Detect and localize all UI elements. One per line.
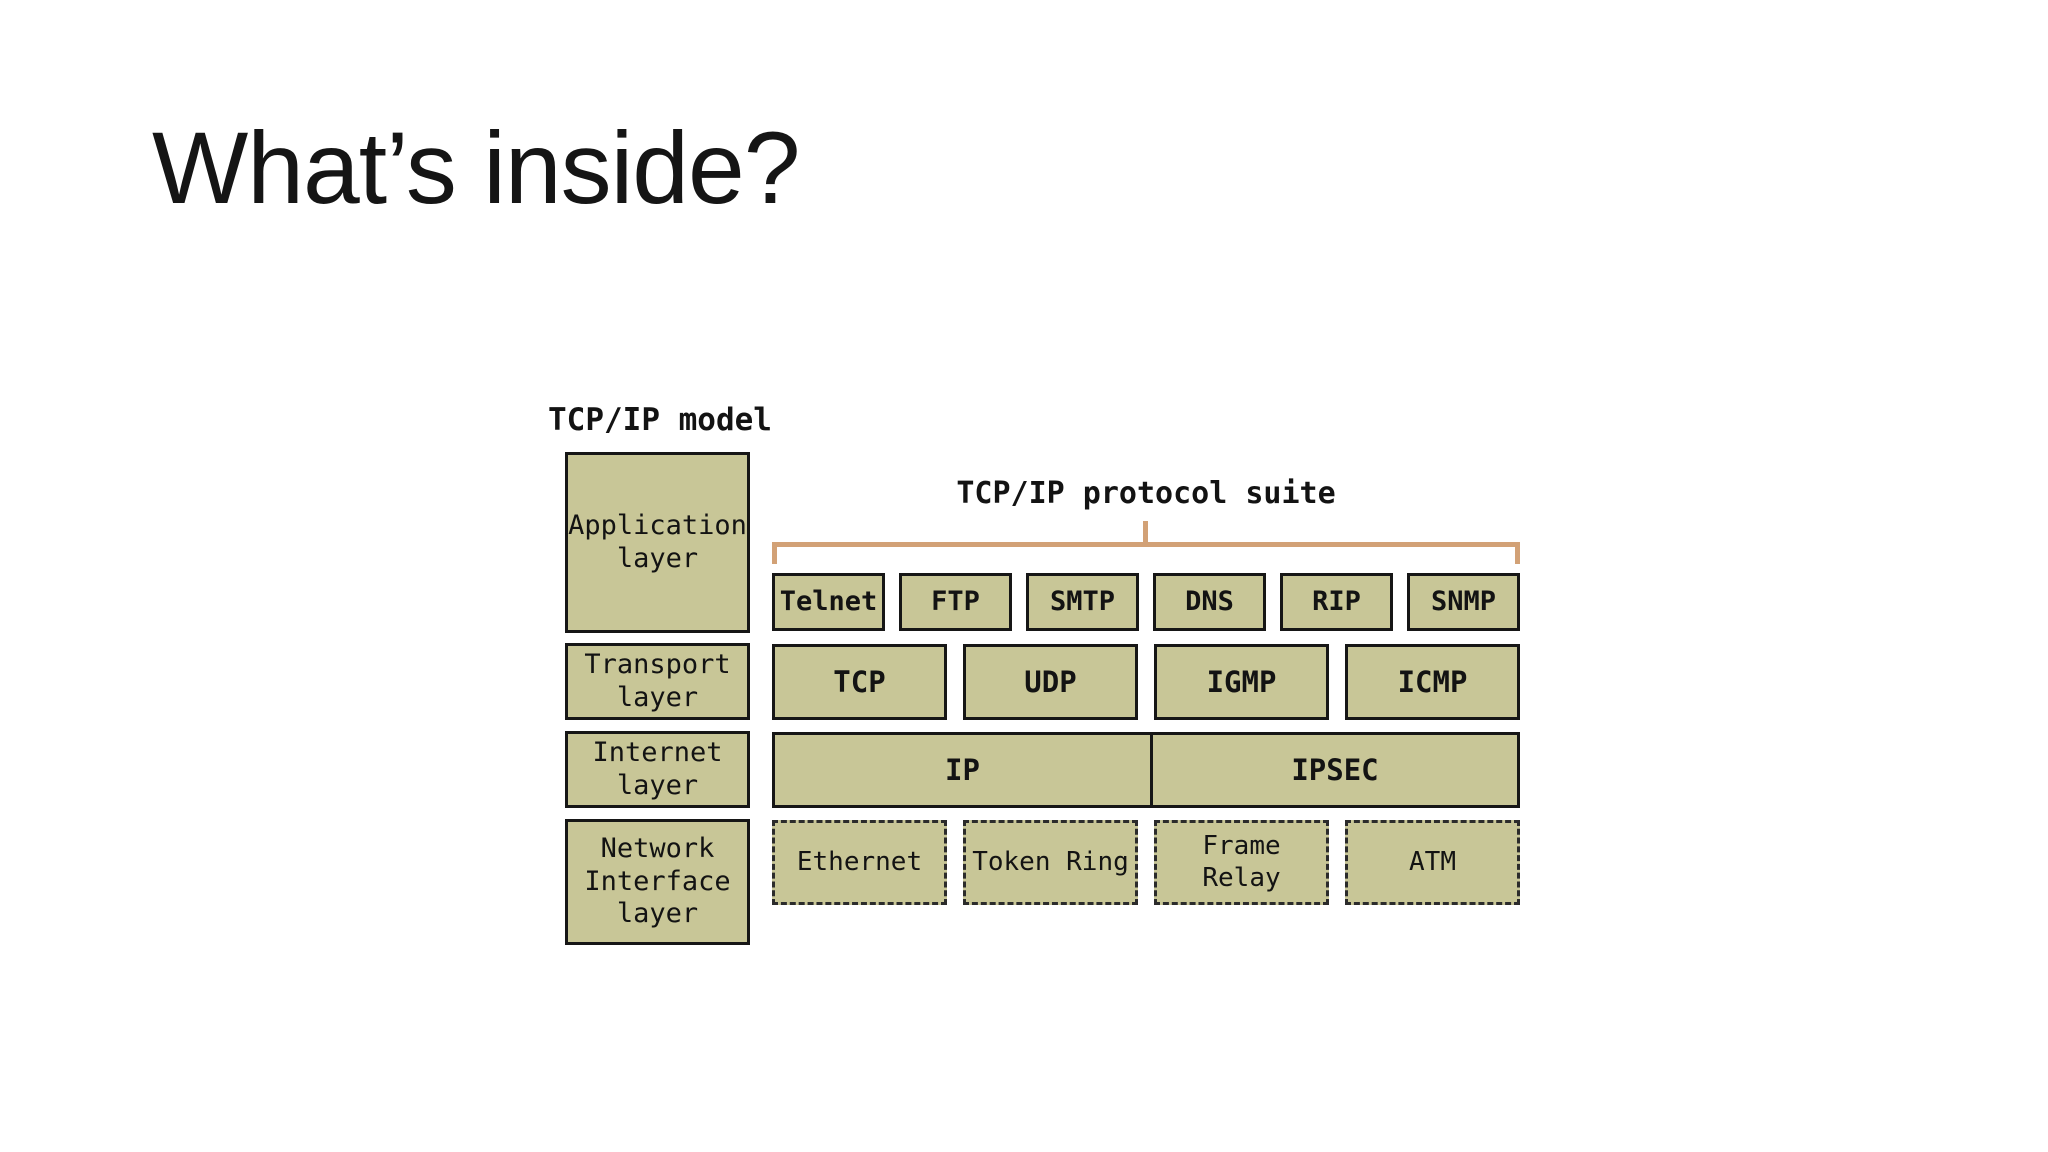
interface-box-ethernet: Ethernet [772,820,947,905]
protocol-box-snmp: SNMP [1407,573,1520,631]
protocol-box-udp: UDP [963,644,1138,720]
protocol-box-dns: DNS [1153,573,1266,631]
protocol-box-telnet: Telnet [772,573,885,631]
layer-box-transport: Transport layer [565,643,750,720]
internet-protocol-row: IP IPSEC [772,732,1520,808]
layer-box-network-interface: Network Interface layer [565,819,750,945]
layer-box-application: Application layer [565,452,750,633]
protocol-box-smtp: SMTP [1026,573,1139,631]
bracket-bar [772,542,1520,547]
layer-box-internet: Internet layer [565,731,750,808]
protocol-box-igmp: IGMP [1154,644,1329,720]
page-title: What’s inside? [152,111,800,225]
protocol-cell-ipsec: IPSEC [1150,735,1517,805]
interface-box-frame-relay: Frame Relay [1154,820,1329,905]
bracket-right-tick [1515,542,1520,564]
protocol-box-tcp: TCP [772,644,947,720]
bracket-left-tick [772,542,777,564]
protocol-cell-ip: IP [945,752,980,787]
protocol-box-rip: RIP [1280,573,1393,631]
protocol-box-ftp: FTP [899,573,1012,631]
interface-box-token-ring: Token Ring [963,820,1138,905]
interface-box-atm: ATM [1345,820,1520,905]
bracket-center-tick [1143,521,1148,542]
tcpip-model-label: TCP/IP model [548,402,772,438]
protocol-suite-label: TCP/IP protocol suite [956,476,1336,511]
protocol-box-icmp: ICMP [1345,644,1520,720]
